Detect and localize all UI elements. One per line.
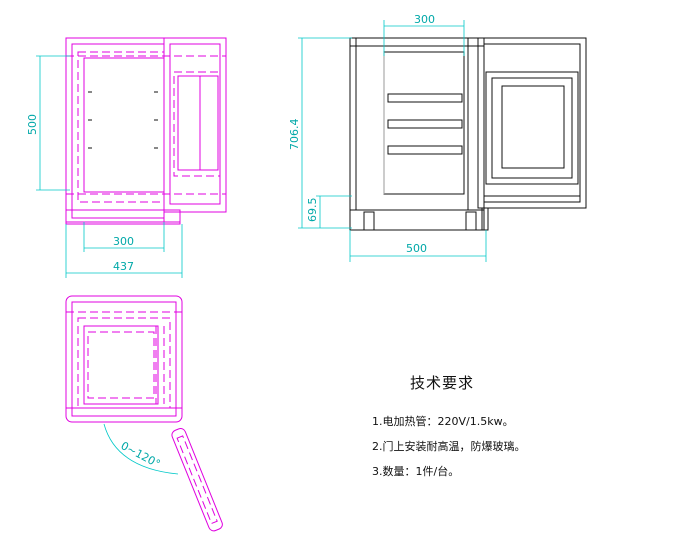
top-left-view	[65, 37, 227, 225]
plan-view	[65, 295, 183, 423]
swing-door: 0~120°	[103, 423, 223, 532]
dim-left-inner-width: 300	[113, 235, 134, 248]
top-left-dimensions: 500 300 437	[26, 55, 183, 278]
dim-front-width: 500	[406, 242, 427, 255]
notes-title: 技术要求	[410, 374, 475, 392]
dim-door-angle: 0~120°	[119, 439, 163, 471]
side-view	[477, 37, 587, 231]
front-view	[349, 37, 485, 231]
note-line-1: 1.电加热管：220V/1.5kw。	[372, 415, 514, 428]
dim-left-height: 500	[26, 114, 39, 135]
dim-front-top-width: 300	[414, 13, 435, 26]
dim-left-outer-width: 437	[113, 260, 134, 273]
note-line-3: 3.数量：1件/台。	[372, 465, 460, 478]
dim-front-base-height: 69.5	[306, 198, 319, 223]
technical-notes: 技术要求 1.电加热管：220V/1.5kw。 2.门上安装耐高温，防爆玻璃。 …	[372, 372, 526, 479]
front-dimensions: 300 706.4 69.5 500	[288, 13, 487, 262]
dim-front-height: 706.4	[288, 119, 301, 151]
note-line-2: 2.门上安装耐高温，防爆玻璃。	[372, 440, 526, 453]
